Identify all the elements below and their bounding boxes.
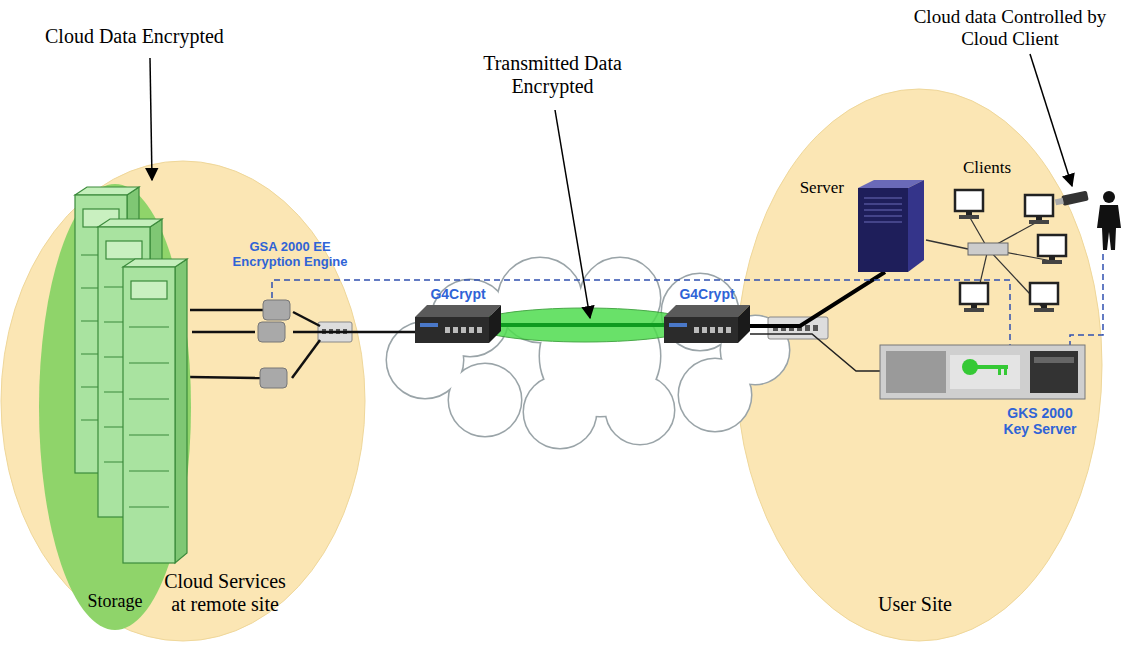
node-label: Cloud Services at remote site	[155, 570, 295, 616]
storage-group-shape	[38, 183, 192, 631]
node-label: G4Crypt	[423, 286, 493, 302]
callout-text: Transmitted Data Encrypted	[470, 52, 635, 98]
crypto-device: G4Crypt	[415, 305, 501, 343]
node-label: Clients	[950, 158, 1024, 178]
node-label: Storage	[68, 591, 162, 612]
callout-text: Cloud data Controlled by Cloud Client	[890, 6, 1130, 50]
person-figure	[1097, 191, 1121, 250]
connector-line	[501, 323, 664, 327]
connector-line	[192, 331, 255, 334]
encryption-engine: GSA 2000 EE Encryption Engine	[255, 298, 293, 390]
internet-cloud	[387, 258, 789, 448]
node-label: User Site	[855, 593, 975, 616]
key-server-shape	[880, 345, 1085, 399]
node-label: G4Crypt	[672, 286, 742, 302]
server-tower: Server	[848, 180, 926, 272]
encryption-engine-shape	[255, 298, 293, 390]
connector-line	[293, 331, 415, 334]
crypto-device-shape	[415, 305, 501, 343]
client-network: Clients	[938, 185, 1066, 325]
crypto-device-shape	[664, 305, 750, 343]
node-label: GSA 2000 EE Encryption Engine	[225, 240, 355, 270]
user-site-region: User SiteServerClientsGKS 2000 Key Serve…	[735, 88, 1103, 642]
crypto-device: G4Crypt	[664, 305, 750, 343]
node-label: Server	[788, 178, 844, 198]
server-tower-shape	[848, 180, 926, 272]
key-server: GKS 2000 Key Server	[880, 345, 1085, 399]
encrypted-tunnel	[473, 308, 697, 342]
client-network-shape	[938, 185, 1066, 325]
node-label: GKS 2000 Key Server	[996, 405, 1084, 437]
callout-text: Cloud Data Encrypted	[45, 25, 285, 48]
remote-site-region: Cloud Services at remote siteStorage GSA …	[0, 160, 366, 642]
storage-group: Storage	[38, 183, 192, 631]
